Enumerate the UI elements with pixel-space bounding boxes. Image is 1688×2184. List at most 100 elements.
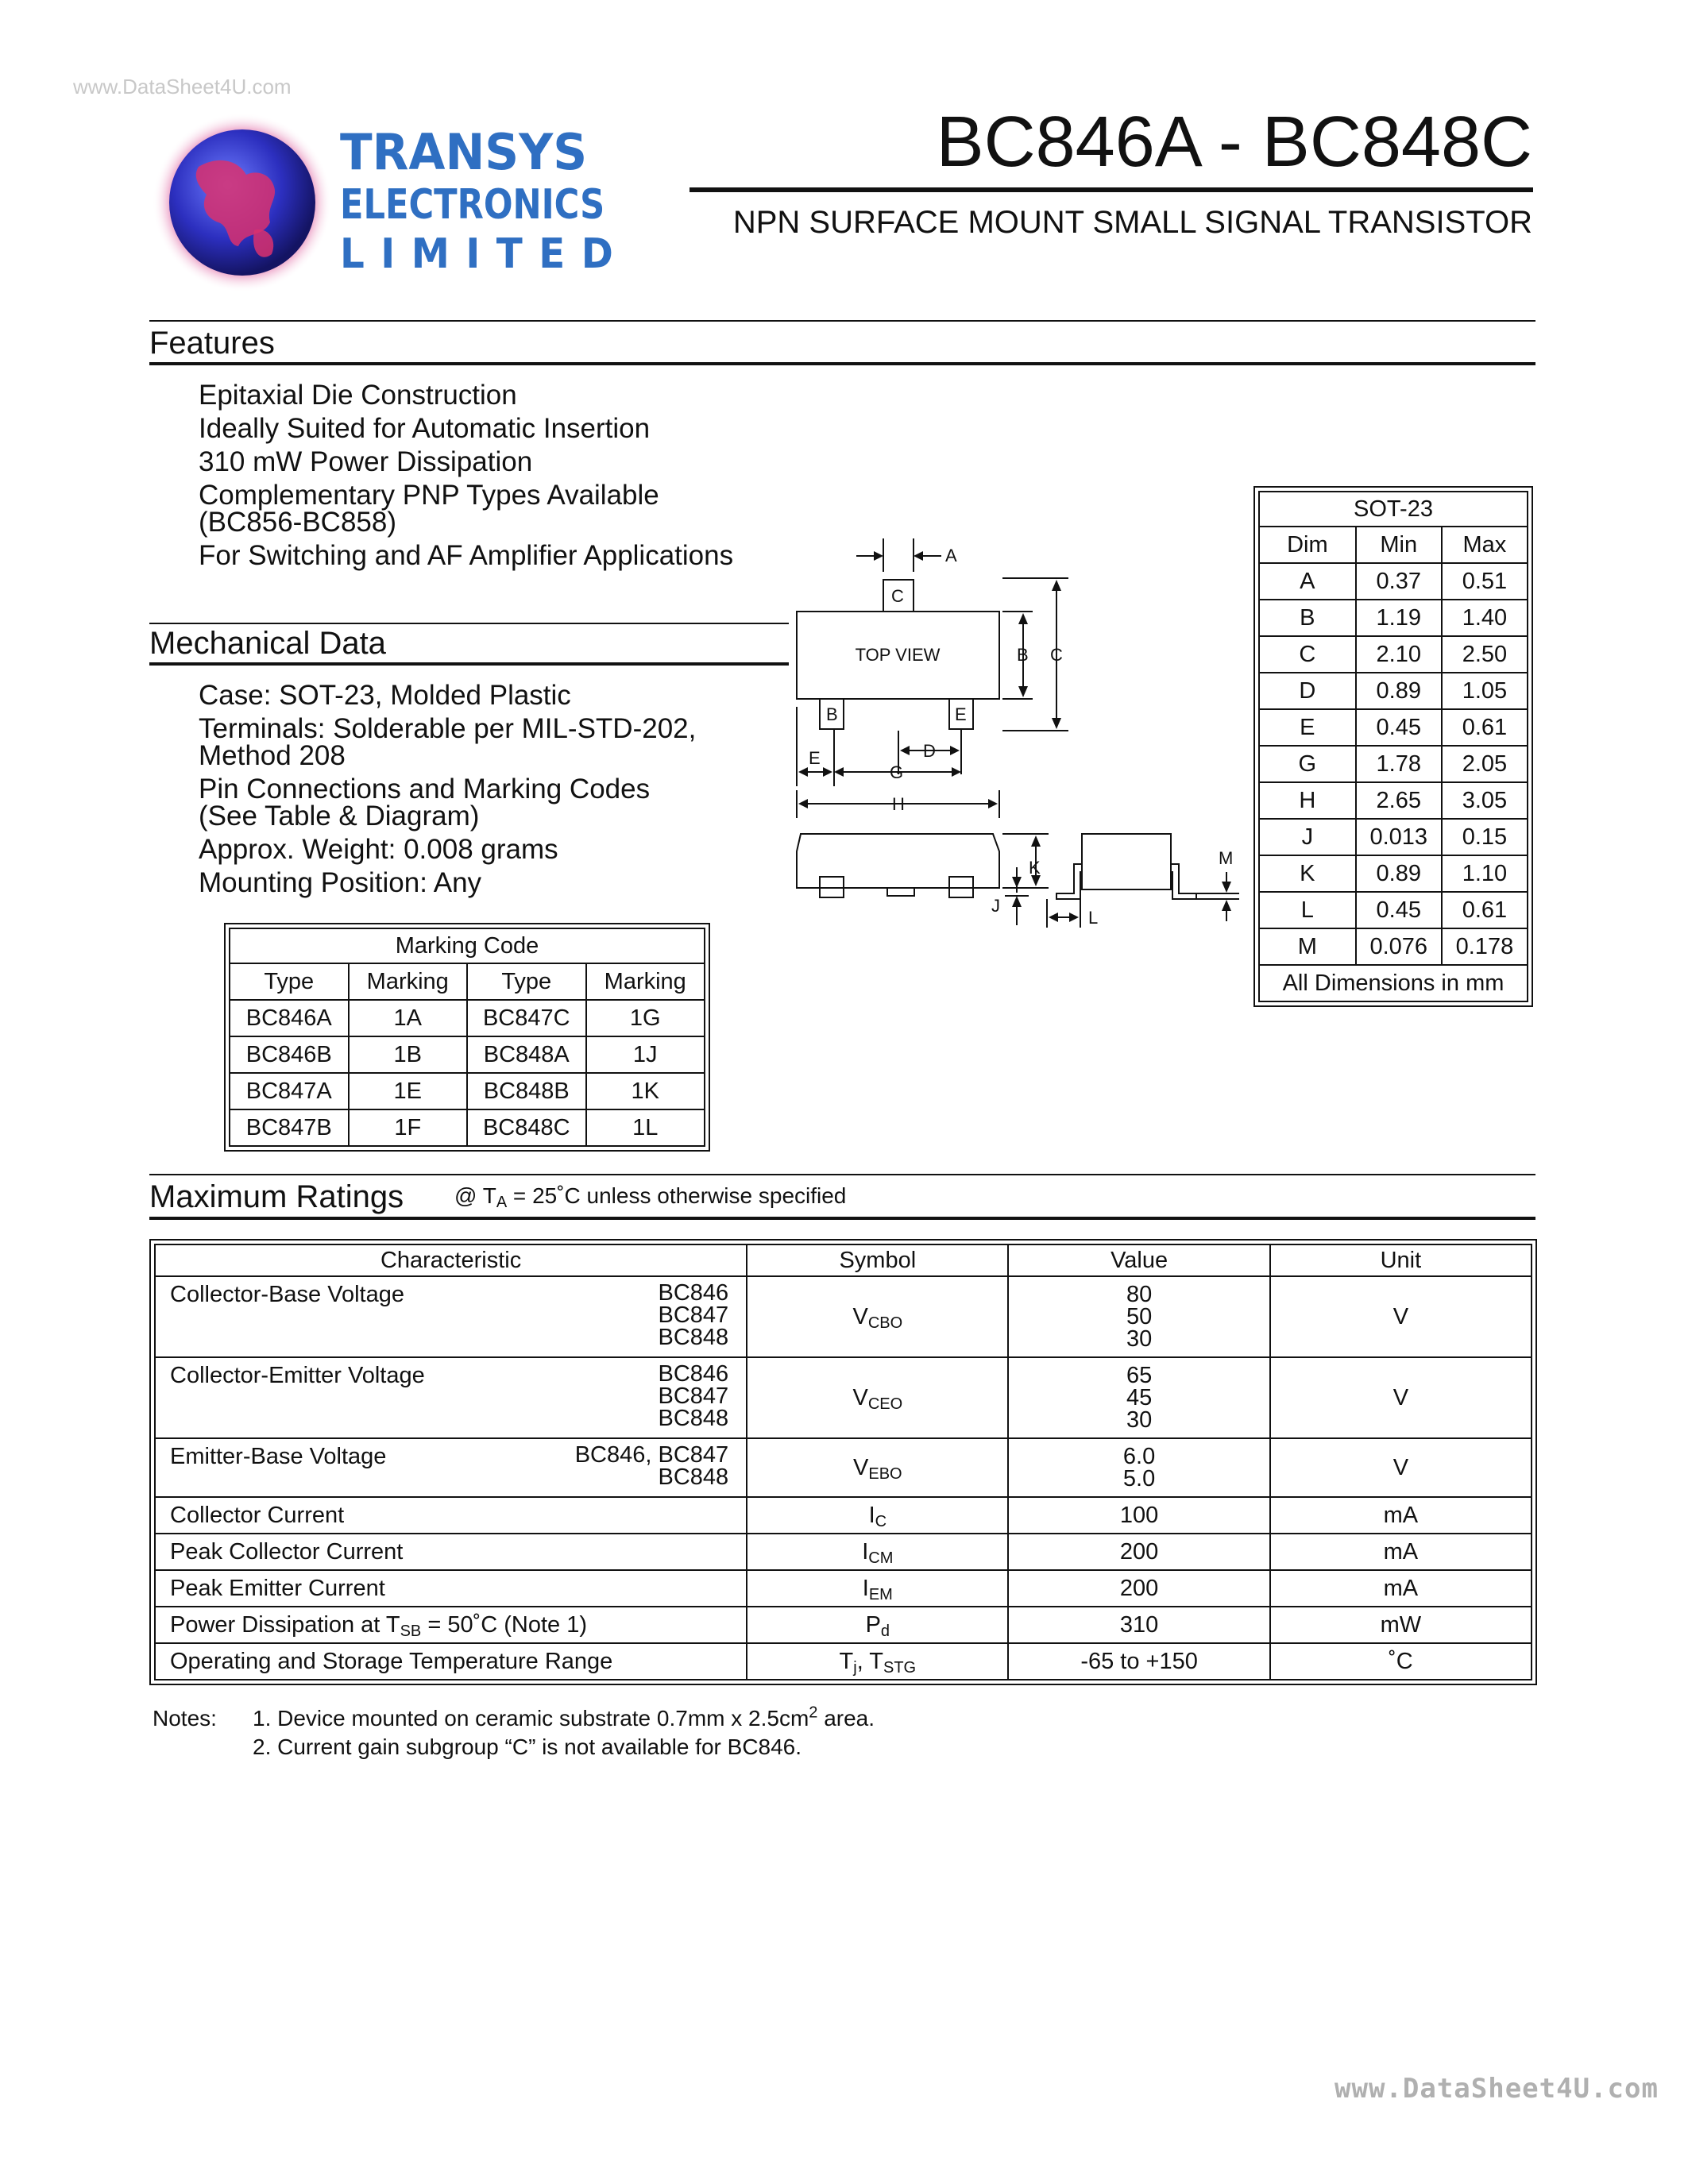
- feature-item: 310 mW Power Dissipation: [199, 446, 533, 477]
- cell: 0.61: [1440, 891, 1529, 929]
- symbol-cell: VCEO: [746, 1356, 1010, 1439]
- ratings-top-rule: [149, 1174, 1535, 1175]
- condition-text: = 25˚C unless otherwise specified: [507, 1183, 847, 1208]
- watermark-bottom: www.DataSheet4U.com: [1335, 2073, 1659, 2105]
- cell: J: [1258, 818, 1357, 856]
- mechanical-item: (See Table & Diagram): [199, 801, 480, 832]
- dim-label-c: C: [1050, 645, 1063, 665]
- marking-title: Marking Code: [229, 928, 705, 964]
- table-row: Operating and Storage Temperature Range …: [153, 1642, 1533, 1680]
- cell: 1.19: [1354, 599, 1443, 637]
- variant: BC846, BC847: [574, 1442, 729, 1468]
- symbol-cell: Tj, TSTG: [746, 1642, 1010, 1680]
- variant: BC847: [658, 1302, 729, 1328]
- cell: 0.89: [1354, 672, 1443, 710]
- globe-logo-icon: [153, 113, 332, 292]
- cell: 0.37: [1354, 562, 1443, 600]
- cell: BC846B: [229, 1036, 350, 1074]
- unit-cell: ˚C: [1269, 1642, 1533, 1680]
- cell: K: [1258, 855, 1357, 893]
- sot23-title: SOT-23: [1258, 491, 1528, 527]
- unit-cell: V: [1269, 1275, 1533, 1358]
- cell: 2.10: [1354, 635, 1443, 673]
- variant-list: BC846, BC847 BC848: [574, 1442, 729, 1489]
- cell: 1E: [347, 1072, 468, 1110]
- cell: BC847A: [229, 1072, 350, 1110]
- sot23-package-diagram: A C TOP VIEW B E B C E D G H: [796, 538, 1239, 928]
- unit-cell: mW: [1269, 1606, 1533, 1644]
- cell: H: [1258, 781, 1357, 820]
- cell: 1L: [585, 1109, 705, 1147]
- mechanical-item: Mounting Position: Any: [199, 867, 482, 898]
- cell: D: [1258, 672, 1357, 710]
- unit-cell: mA: [1269, 1533, 1533, 1571]
- dim-label-j: J: [991, 896, 1000, 916]
- cell: BC846A: [229, 999, 350, 1037]
- cell: BC848C: [466, 1109, 587, 1147]
- dim-label-k: K: [1029, 858, 1041, 878]
- variant: BC846: [658, 1280, 729, 1306]
- characteristic-cell: Emitter-Base Voltage BC846, BC847 BC848: [153, 1437, 748, 1498]
- mechanical-item: Case: SOT-23, Molded Plastic: [199, 680, 571, 711]
- logo-text-transys: TRANSYS: [340, 123, 588, 181]
- notes-label: Notes:: [153, 1706, 217, 1731]
- table-row: Collector Current IC 100 mA: [153, 1496, 1533, 1534]
- condition-sub: A: [496, 1194, 508, 1211]
- characteristic-name: Emitter-Base Voltage: [170, 1444, 387, 1469]
- symbol-cell: VCBO: [746, 1275, 1010, 1358]
- features-top-rule: [149, 320, 1535, 322]
- variant: BC848: [658, 1325, 729, 1350]
- cell: 0.89: [1354, 855, 1443, 893]
- feature-item: Complementary PNP Types Available: [199, 480, 659, 511]
- note-2: 2. Current gain subgroup “C” is not avai…: [253, 1734, 802, 1759]
- table-row: Collector-Base Voltage BC846 BC847 BC848…: [153, 1275, 1533, 1358]
- features-bottom-rule: [149, 362, 1535, 365]
- value-cell: 200: [1007, 1569, 1271, 1607]
- pin-c-label: C: [891, 586, 904, 606]
- cell: C: [1258, 635, 1357, 673]
- cell: 0.15: [1440, 818, 1529, 856]
- top-view-label: TOP VIEW: [856, 645, 941, 665]
- dim-label-e: E: [809, 748, 821, 768]
- subtitle: NPN SURFACE MOUNT SMALL SIGNAL TRANSISTO…: [732, 205, 1532, 240]
- cell: 2.65: [1354, 781, 1443, 820]
- symbol-cell: ICM: [746, 1533, 1010, 1571]
- note-1: 1. Device mounted on ceramic substrate 0…: [253, 1704, 875, 1731]
- column-header: Unit: [1269, 1244, 1533, 1277]
- title-rule: [689, 187, 1533, 192]
- mechanical-item: Method 208: [199, 740, 346, 771]
- cell: B: [1258, 599, 1357, 637]
- cell: 0.178: [1440, 928, 1529, 966]
- cell: 1A: [347, 999, 468, 1037]
- column-header: Min: [1354, 526, 1443, 564]
- value-cell: 310: [1007, 1606, 1271, 1644]
- ratings-heading: Maximum Ratings: [149, 1179, 404, 1214]
- dim-label-l: L: [1088, 908, 1098, 928]
- symbol-cell: IC: [746, 1496, 1010, 1534]
- mechanical-item: Pin Connections and Marking Codes: [199, 774, 651, 805]
- ratings-bottom-rule: [149, 1217, 1535, 1220]
- characteristic-cell: Collector-Base Voltage BC846 BC847 BC848: [153, 1275, 748, 1358]
- cell: 2.05: [1440, 745, 1529, 783]
- mechanical-top-rule: [149, 623, 789, 624]
- feature-item: Epitaxial Die Construction: [199, 380, 517, 411]
- dim-label-m: M: [1219, 848, 1233, 868]
- cell: BC848B: [466, 1072, 587, 1110]
- dim-label-d: D: [923, 741, 936, 761]
- table-row: Peak Emitter Current IEM 200 mA: [153, 1569, 1533, 1607]
- cell: 1.40: [1440, 599, 1529, 637]
- ratings-condition: @ TA = 25˚C unless otherwise specified: [454, 1183, 847, 1211]
- column-header: Type: [466, 963, 587, 1001]
- feature-item: Ideally Suited for Automatic Insertion: [199, 413, 651, 444]
- variant-list: BC846 BC847 BC848: [659, 1282, 729, 1349]
- symbol-cell: Pd: [746, 1606, 1010, 1644]
- column-header: Symbol: [746, 1244, 1010, 1277]
- cell: 0.076: [1354, 928, 1443, 966]
